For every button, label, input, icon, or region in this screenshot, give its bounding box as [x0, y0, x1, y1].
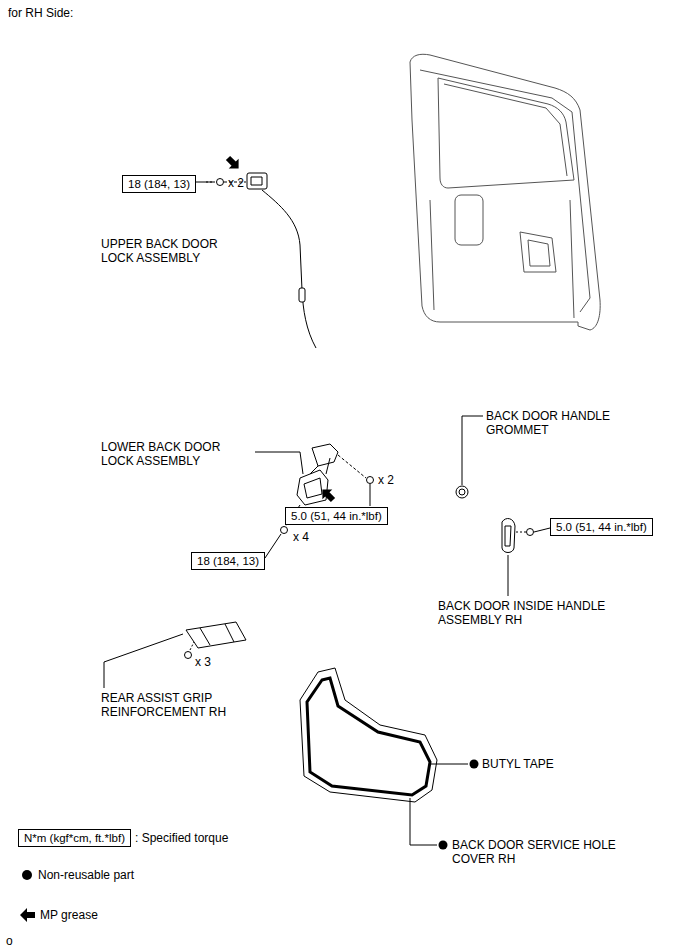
back-door-panel-part	[455, 195, 483, 245]
torque-spec-box: 18 (184, 13)	[191, 552, 265, 570]
torque-spec-box: 5.0 (51, 44 in.*lbf)	[285, 507, 388, 525]
part-name: BACK DOOR INSIDE HANDLE ASSEMBLY RH	[438, 599, 608, 627]
lower-lock-part	[304, 478, 322, 498]
lower-lock	[255, 444, 374, 558]
torque-spec-box: 18 (184, 13)	[122, 175, 196, 193]
quantity-label: x 3	[195, 655, 211, 669]
lower-lock-part	[281, 527, 288, 534]
assist-grip-part	[186, 622, 246, 648]
inside-handle-part	[505, 526, 511, 546]
mp-grease-arrow	[223, 153, 338, 505]
assist-grip	[104, 622, 246, 688]
lower-lock-part	[297, 470, 328, 505]
lower-lock-part	[312, 444, 338, 466]
service-hole-cover-part	[470, 760, 479, 769]
assist-grip-part	[104, 634, 183, 688]
grommet-part	[459, 489, 465, 495]
upper-lock	[196, 173, 316, 348]
service-hole-cover-part	[439, 841, 448, 850]
grommet	[456, 416, 483, 498]
inside-handle-part	[508, 555, 509, 596]
legend-text: Non-reusable part	[38, 868, 134, 882]
assist-grip-part	[185, 652, 192, 659]
upper-lock-part	[196, 182, 215, 183]
upper-lock-part	[217, 179, 224, 186]
grommet-part	[456, 486, 468, 498]
legend-samples	[20, 870, 35, 922]
service-hole-cover-part	[300, 668, 437, 802]
upper-lock-part	[251, 177, 262, 185]
back-door-panel-part	[444, 84, 567, 176]
inside-handle-part	[534, 528, 550, 532]
back-door-panel-part	[520, 232, 556, 272]
heading-note: for RH Side:	[8, 6, 73, 20]
torque-value: 18 (184, 13)	[197, 554, 259, 568]
inside-handle-part	[527, 529, 534, 536]
part-name: BACK DOOR HANDLE GROMMET	[486, 409, 646, 437]
lower-lock-part	[255, 452, 303, 474]
grommet-part	[462, 416, 483, 485]
torque-value: N*m (kgf*cm, ft.*lbf)	[24, 831, 125, 845]
mp-grease-arrow-part	[223, 153, 244, 174]
quantity-label: x 2	[228, 176, 244, 190]
torque-value: 18 (184, 13)	[128, 177, 190, 191]
part-name: BUTYL TAPE	[482, 757, 554, 771]
part-name: REAR ASSIST GRIP REINFORCEMENT RH	[101, 691, 251, 719]
lower-lock-part	[370, 484, 371, 506]
legend-samples-part	[20, 908, 35, 922]
lower-lock-part	[367, 477, 374, 484]
legend-entry: MP grease	[40, 908, 98, 922]
back-door-panel-part	[410, 54, 600, 330]
back-door-panel	[410, 54, 600, 330]
service-hole-cover	[300, 668, 479, 850]
back-door-panel-part	[528, 240, 550, 266]
lower-lock-part	[338, 455, 366, 478]
upper-lock-part	[299, 288, 305, 302]
back-door-panel-part	[430, 200, 574, 318]
legend-text: : Specified torque	[135, 831, 228, 845]
upper-lock-part	[262, 190, 316, 348]
part-name: BACK DOOR SERVICE HOLE COVER RH	[452, 838, 622, 866]
legend-entry: Non-reusable part	[38, 868, 134, 882]
inside-handle-part	[502, 519, 515, 553]
service-hole-cover-part	[307, 678, 430, 795]
upper-lock-part	[247, 173, 267, 189]
mp-grease-arrow-part	[317, 484, 338, 505]
lower-lock-part	[265, 534, 281, 558]
back-door-panel-part	[420, 70, 590, 312]
service-hole-cover-part	[430, 764, 468, 765]
torque-spec-box: 5.0 (51, 44 in.*lbf)	[550, 518, 653, 536]
inside-handle	[502, 519, 550, 596]
torque-value: 5.0 (51, 44 in.*lbf)	[556, 520, 647, 534]
part-name: LOWER BACK DOOR LOCK ASSEMBLY	[101, 440, 251, 468]
legend-entry: : Specified torque	[135, 831, 228, 845]
quantity-label: x 2	[378, 473, 394, 487]
service-hole-cover-part	[410, 798, 437, 845]
torque-value: 5.0 (51, 44 in.*lbf)	[291, 509, 382, 523]
assist-grip-part	[190, 642, 194, 650]
back-door-panel-part	[438, 78, 574, 188]
inside-handle-part	[516, 532, 526, 533]
legend-text: MP grease	[40, 908, 98, 922]
legend-samples-part	[22, 870, 32, 880]
assist-grip-part	[200, 624, 234, 645]
part-name: UPPER BACK DOOR LOCK ASSEMBLY	[101, 237, 251, 265]
legend-torque-box: N*m (kgf*cm, ft.*lbf)	[18, 829, 131, 847]
page-mark: o	[6, 934, 13, 948]
quantity-label: x 4	[293, 530, 309, 544]
